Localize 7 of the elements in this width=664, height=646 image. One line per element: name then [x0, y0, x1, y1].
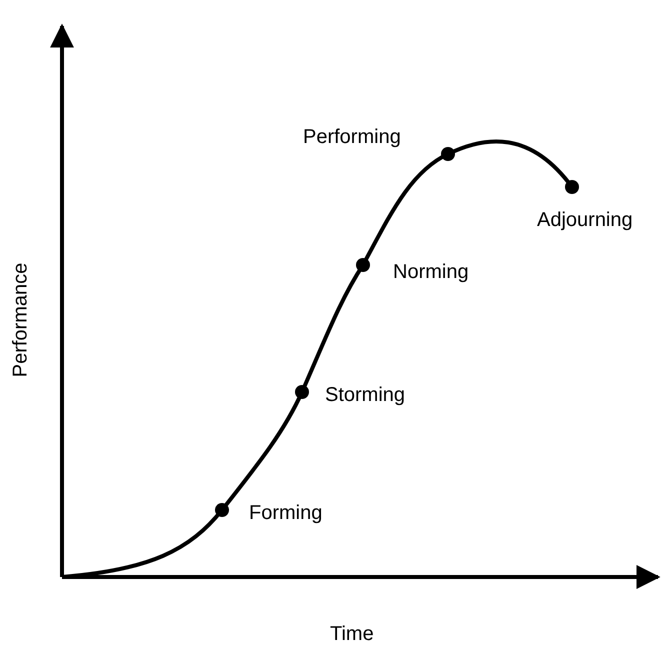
stage-label: Forming	[249, 503, 322, 523]
stage-label: Performing	[303, 127, 401, 147]
axis-title: Time	[330, 624, 374, 644]
stage-label: Storming	[325, 385, 406, 405]
stage-label: Adjourning	[537, 210, 633, 230]
axis-title: Performance	[10, 262, 30, 378]
stage-label: Norming	[393, 262, 469, 282]
